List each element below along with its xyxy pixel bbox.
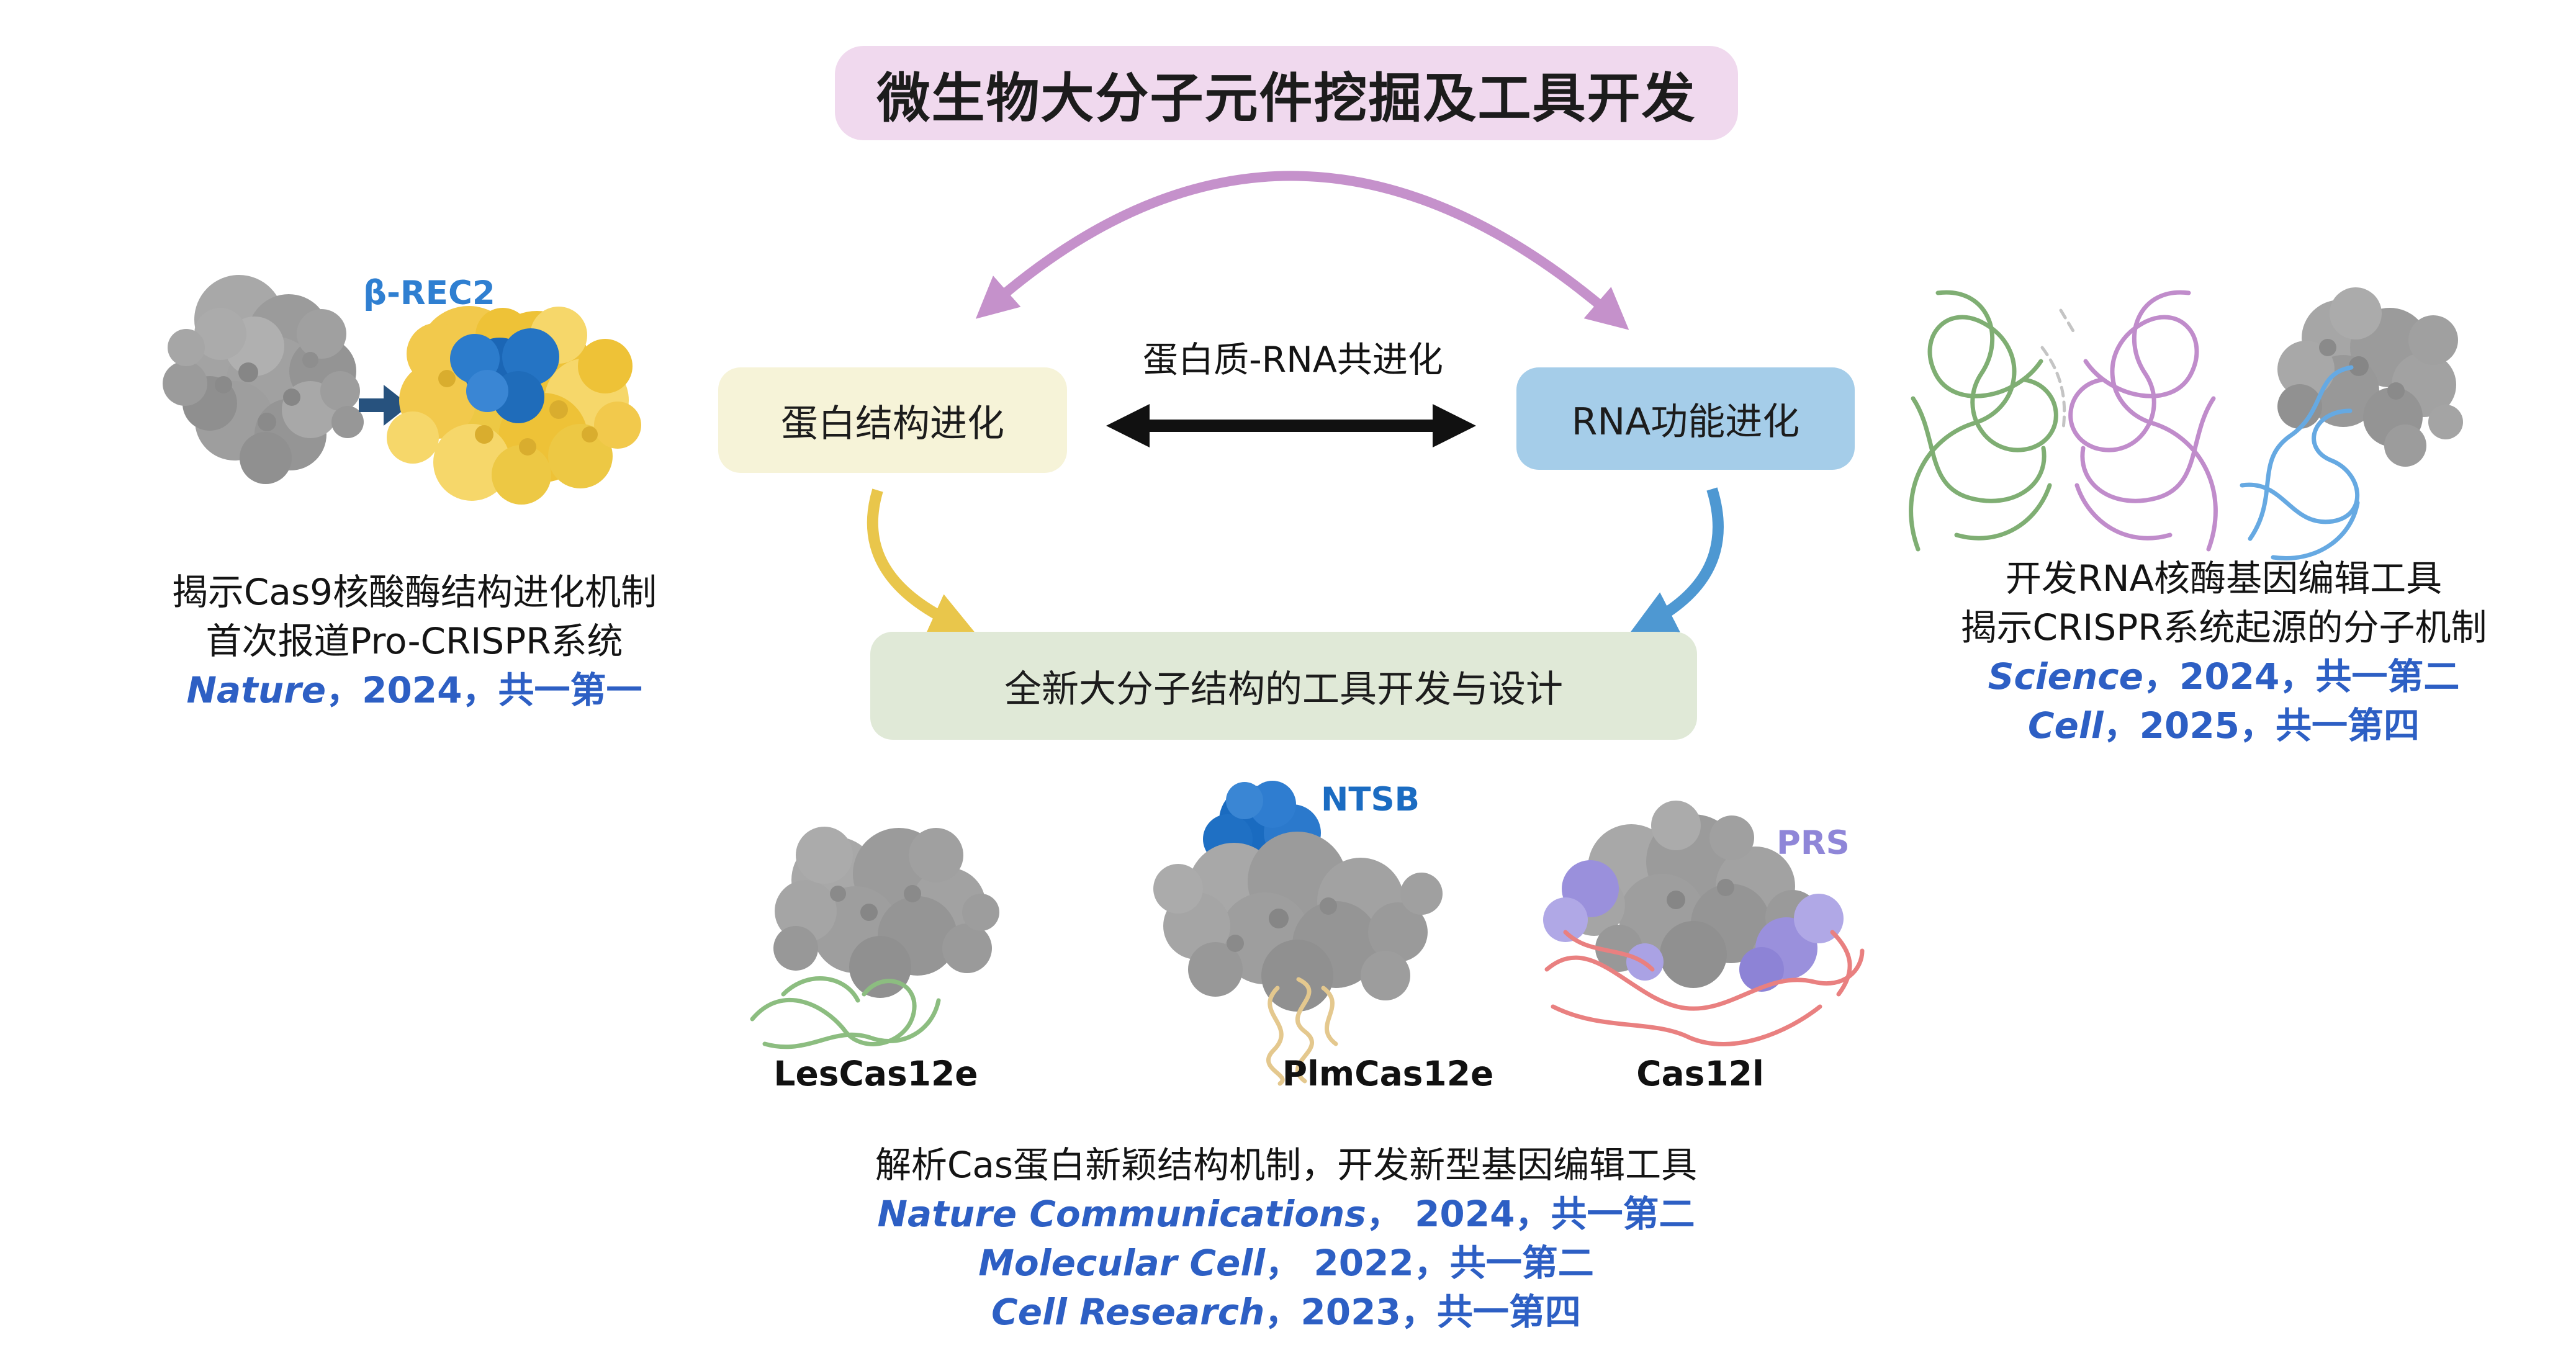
ntsb-tag: NTSB [1321, 781, 1420, 819]
rna-evolution-box: RNA功能进化 [1516, 367, 1855, 470]
cas9-yellow-structure [387, 306, 641, 505]
right-panel-text: 开发RNA核酶基因编辑工具 揭示CRISPR系统起源的分子机制 Science，… [1847, 554, 2576, 750]
citation-line: Cell Research，2023，共一第四 [821, 1288, 1752, 1337]
protein-to-design-arrow [867, 488, 976, 636]
journal-name: Cell [2027, 704, 2104, 747]
citation-line: Science，2024，共一第二 [1847, 652, 2576, 701]
rna-to-design-arrow [1630, 487, 1724, 633]
citation-rest: ， 2024，共一第二 [1366, 1192, 1695, 1235]
cas12l-structure [1543, 801, 1865, 1046]
right-panel-line1: 开发RNA核酶基因编辑工具 [2005, 557, 2443, 600]
citation-rest: ，2023，共一第四 [1264, 1290, 1581, 1333]
plmcas12e-label: PlmCas12e [1282, 1054, 1494, 1094]
left-panel-line1: 揭示Cas9核酸酶结构进化机制 [171, 571, 657, 613]
citation-line: Nature，2024，共一第一 [40, 666, 788, 715]
figure-title-text: 微生物大分子元件挖掘及工具开发 [876, 67, 1696, 130]
journal-name: Cell Research [991, 1290, 1265, 1333]
citation-line: Cell，2025，共一第四 [1847, 701, 2576, 750]
citation-rest: ，2024，共一第一 [326, 668, 642, 711]
structure-transition-arrow [359, 385, 410, 426]
citation-line: Nature Communications， 2024，共一第二 [821, 1190, 1752, 1239]
journal-name: Molecular Cell [978, 1241, 1266, 1284]
beta-rec2-domain [450, 328, 559, 423]
protein-evolution-box: 蛋白结构进化 [718, 367, 1067, 473]
citation-rest: ， 2022，共一第二 [1265, 1241, 1594, 1284]
citation-rest: ，2025，共一第四 [2103, 704, 2420, 747]
rna-evolution-label: RNA功能进化 [1571, 400, 1800, 444]
citation-rest: ，2024，共一第二 [2143, 655, 2460, 698]
lescas12e-label: LesCas12e [773, 1054, 978, 1094]
beta-rec2-tag: β-REC2 [363, 274, 495, 312]
cas9-gray-structure [163, 275, 364, 484]
coevolution-label: 蛋白质-RNA共进化 [1143, 339, 1443, 380]
tool-design-box: 全新大分子结构的工具开发与设计 [870, 632, 1697, 740]
left-panel-text: 揭示Cas9核酸酶结构进化机制 首次报道Pro-CRISPR系统 Nature，… [40, 568, 788, 715]
bottom-panel-text: 解析Cas蛋白新颖结构机制，开发新型基因编辑工具 Nature Communic… [821, 1141, 1752, 1337]
lescas12e-structure [750, 827, 999, 1049]
rna-ribbon-structure [1909, 290, 2218, 552]
plmcas12e-structure [1153, 781, 1443, 1086]
cas12l-label: Cas12l [1636, 1054, 1764, 1094]
bottom-panel-heading: 解析Cas蛋白新颖结构机制，开发新型基因编辑工具 [875, 1144, 1698, 1186]
protein-with-rna-structure [2240, 287, 2463, 560]
journal-name: Nature [186, 668, 327, 711]
prs-tag: PRS [1777, 824, 1850, 862]
citation-line: Molecular Cell， 2022，共一第二 [821, 1239, 1752, 1288]
title-branch-arrow [975, 171, 1629, 330]
right-panel-line2: 揭示CRISPR系统起源的分子机制 [1960, 606, 2487, 649]
left-panel-line2: 首次报道Pro-CRISPR系统 [205, 619, 623, 662]
journal-name: Science [1988, 655, 2143, 698]
protein-evolution-label: 蛋白结构进化 [781, 402, 1004, 446]
figure-title: 微生物大分子元件挖掘及工具开发 [835, 46, 1738, 140]
journal-name: Nature Communications [877, 1192, 1366, 1235]
tool-design-label: 全新大分子结构的工具开发与设计 [1004, 667, 1563, 711]
